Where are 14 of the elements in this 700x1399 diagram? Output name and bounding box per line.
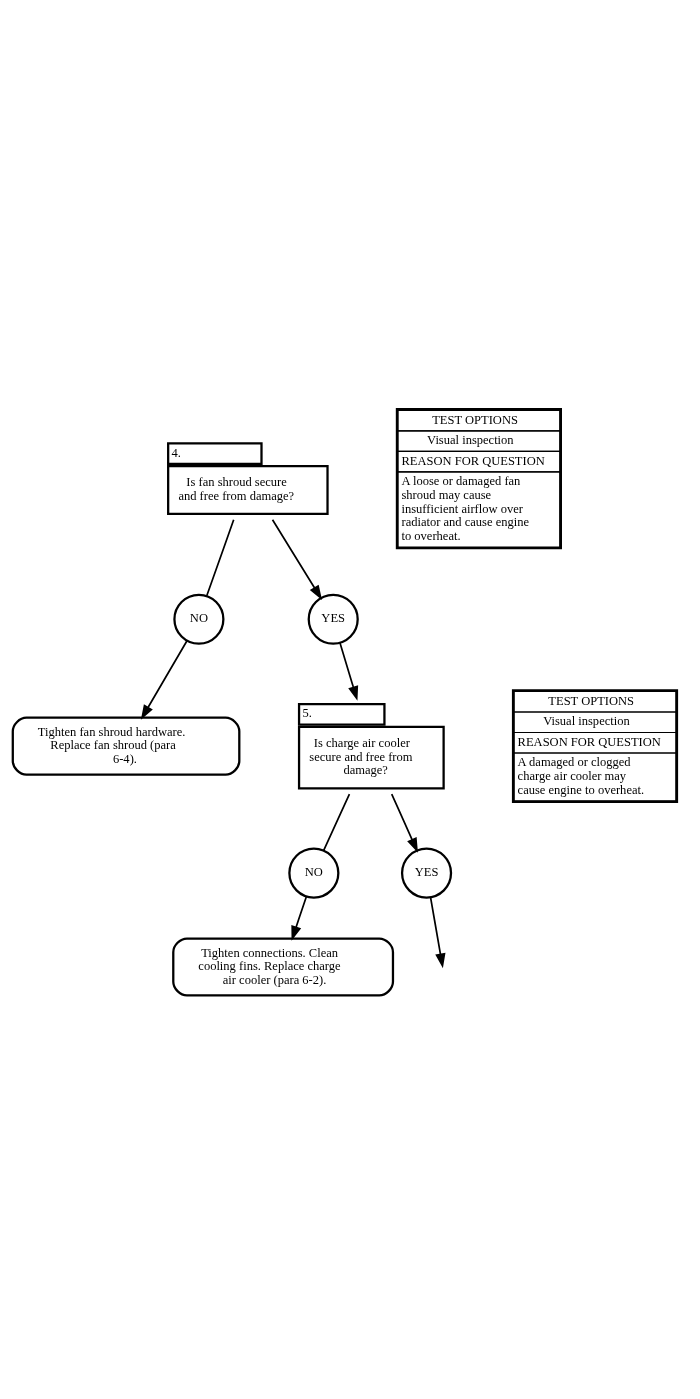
connector <box>205 518 235 597</box>
node-circle: NO <box>173 593 225 645</box>
arrow <box>339 642 359 701</box>
arrow <box>291 895 308 941</box>
node-box: Tighten fan shroud hardware. Replace fan shroud (para 6-4). <box>11 716 241 776</box>
arrow <box>140 640 188 720</box>
arrow <box>429 896 446 969</box>
node-circle: YES <box>400 847 453 899</box>
arrow <box>271 518 322 600</box>
node-circle: YES <box>307 593 359 645</box>
node-circle: NO <box>288 847 340 899</box>
connector <box>322 793 351 852</box>
node-box: Tighten connections. Clean cooling fins. Replace charge air cooler (para 6-2). <box>172 937 395 997</box>
arrow <box>390 793 418 853</box>
